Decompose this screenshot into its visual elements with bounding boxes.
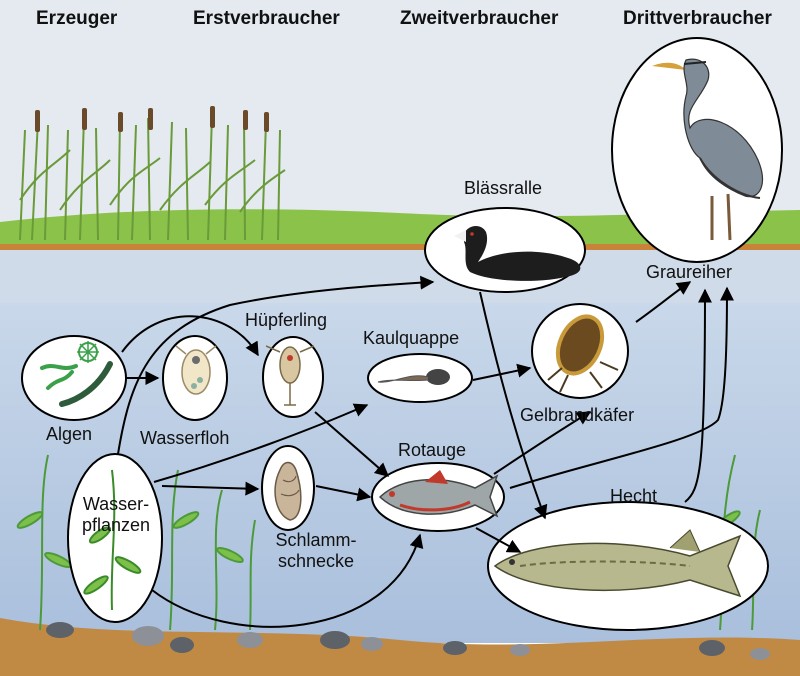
arrow-plants-snail xyxy=(161,481,260,496)
arrow-snail-roach xyxy=(315,485,372,502)
label-mud-snail: Schlamm- schnecke xyxy=(262,530,370,572)
reed-cattails xyxy=(35,106,269,132)
label-copepod: Hüpferling xyxy=(245,310,328,330)
label-diving-beetle: Gelbrandkäfer xyxy=(520,405,635,425)
label-water-plants: Wasser- pflanzen xyxy=(74,494,158,536)
water-surface xyxy=(0,250,800,305)
label-roach: Rotauge xyxy=(398,440,467,460)
arrow-copepod-roach xyxy=(314,411,390,477)
arrow-tadpole-beetle xyxy=(472,363,532,381)
sediment xyxy=(0,618,800,676)
algae-icon xyxy=(40,341,113,407)
heron-icon xyxy=(652,58,763,241)
label-water-plants-line1: Wasser- xyxy=(82,494,150,514)
water-plant-icon xyxy=(83,469,142,611)
label-coot: Blässralle xyxy=(464,178,543,198)
grass-bank xyxy=(0,209,800,246)
algae-oval xyxy=(21,335,127,421)
arrow-plants-coot xyxy=(117,275,435,455)
pike-icon xyxy=(493,529,742,598)
reeds xyxy=(19,114,286,241)
diving-beetle-icon xyxy=(547,314,619,393)
copepod-icon xyxy=(265,345,315,406)
arrow-roach-beetle xyxy=(493,411,592,475)
water-flea-icon xyxy=(175,345,217,395)
label-water-flea: Wasserfloh xyxy=(140,428,230,448)
label-algae: Algen xyxy=(46,424,93,444)
tadpole-icon xyxy=(377,369,450,385)
label-tadpole: Kaulquappe xyxy=(363,328,460,348)
label-mud-snail-line1: Schlamm- xyxy=(275,530,357,550)
label-pike: Hecht xyxy=(610,486,658,506)
arrow-pike-heron xyxy=(684,288,712,503)
arrow-algae-copepod xyxy=(121,315,259,357)
arrow-beetle-heron xyxy=(635,281,692,323)
arrow-plants-roach xyxy=(151,533,424,628)
label-mud-snail-line2: schnecke xyxy=(277,551,355,571)
label-water-plants-line2: pflanzen xyxy=(81,515,151,535)
level-header-secondary: Zweitverbraucher xyxy=(400,8,559,29)
coot-icon xyxy=(454,226,581,281)
mud-snail-icon xyxy=(274,461,302,521)
label-heron: Graureiher xyxy=(646,262,733,282)
arrow-roach-pike xyxy=(475,527,522,553)
arrow-roach-heron xyxy=(509,286,734,489)
roach-icon xyxy=(378,470,499,518)
food-web-arrows xyxy=(117,275,734,628)
bank-edge xyxy=(0,244,800,250)
water-plants-oval xyxy=(67,453,163,623)
level-header-producers: Erzeuger xyxy=(36,8,118,29)
arrow-plants-tadpole xyxy=(153,403,369,483)
arrow-coot-pike xyxy=(479,291,548,520)
level-header-primary: Erstverbraucher xyxy=(193,8,340,29)
pebbles xyxy=(46,622,770,660)
level-header-tertiary: Drittverbraucher xyxy=(623,8,772,29)
